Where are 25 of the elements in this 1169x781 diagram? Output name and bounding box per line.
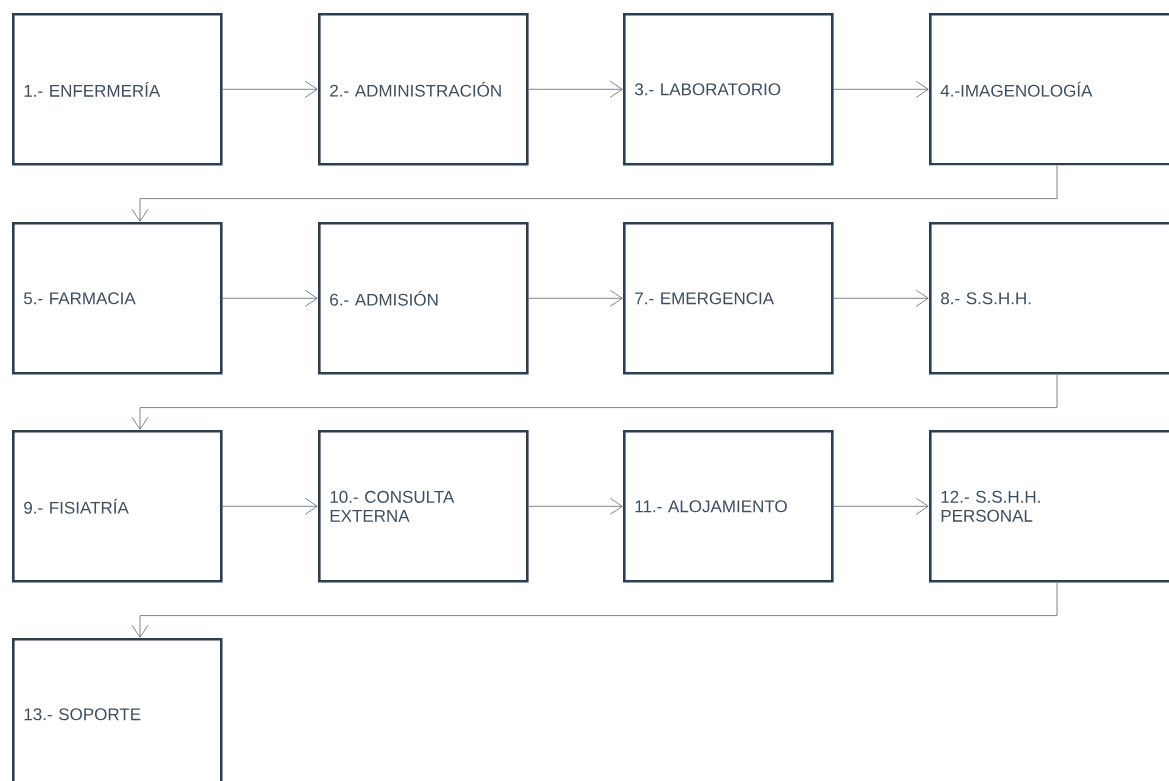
process-box: 13.- SOPORTE	[12, 638, 223, 781]
process-box: 10.- CONSULTA EXTERNA	[318, 430, 529, 583]
arrow	[833, 497, 929, 515]
arrow	[528, 80, 623, 98]
process-box: 7.- EMERGENCIA	[623, 222, 834, 375]
arrow	[131, 374, 1058, 430]
process-box: 1.- ENFERMERÍA	[12, 13, 223, 166]
process-box: 9.- FISIATRÍA	[12, 430, 223, 583]
arrow	[131, 165, 1058, 222]
process-box: 11.- ALOJAMIENTO	[623, 430, 834, 583]
arrow	[222, 80, 318, 98]
process-box: 6.- ADMISIÓN	[318, 222, 529, 375]
arrow	[833, 80, 929, 98]
process-box: 2.- ADMINISTRACIÓN	[318, 13, 529, 166]
process-box: 5.- FARMACIA	[12, 222, 223, 375]
process-box: 4.-IMAGENOLOGÍA	[929, 13, 1169, 166]
arrow	[222, 289, 318, 307]
arrow	[131, 582, 1058, 638]
arrow	[833, 289, 929, 307]
arrow	[222, 497, 318, 515]
process-box: 3.- LABORATORIO	[623, 13, 834, 166]
arrow	[528, 289, 623, 307]
process-box: 8.- S.S.H.H.	[929, 222, 1169, 375]
process-box: 12.- S.S.H.H. PERSONAL	[929, 430, 1169, 583]
arrow	[528, 497, 623, 515]
